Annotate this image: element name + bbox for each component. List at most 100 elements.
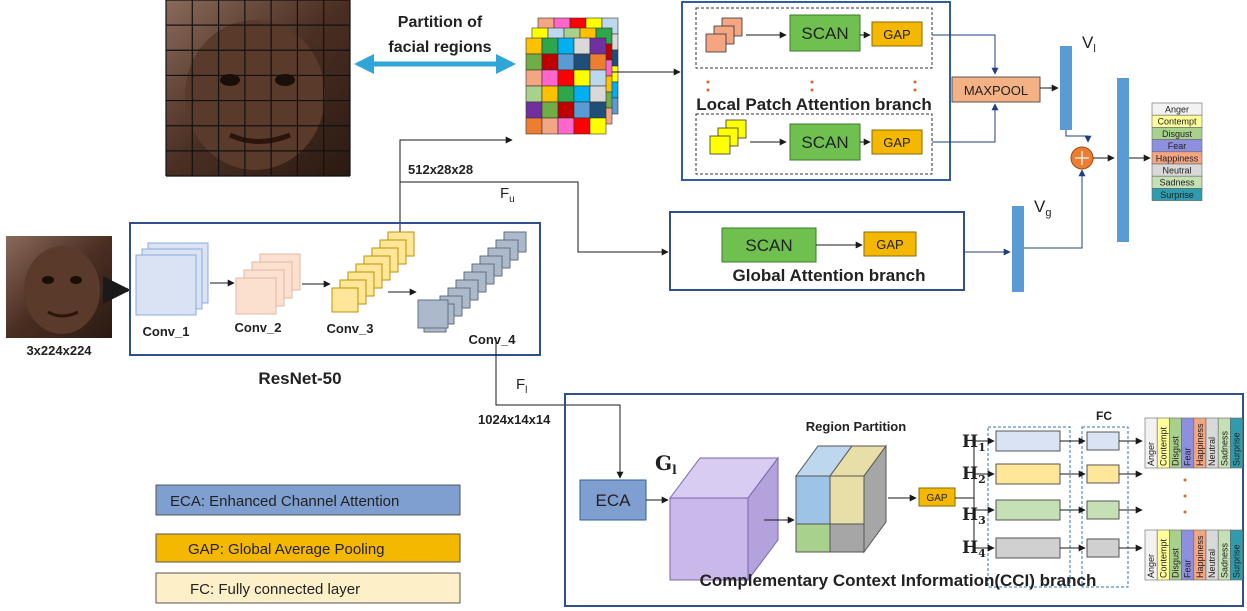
- emotion-label: Surprise: [1160, 190, 1194, 200]
- global-branch-title: Global Attention branch: [733, 266, 926, 285]
- legend-fc-text: FC: Fully connected layer: [190, 581, 360, 598]
- region-partition-label: Region Partition: [806, 419, 906, 434]
- emotion-label: Surprise: [1232, 432, 1242, 466]
- patch-cell: [557, 117, 575, 135]
- local-branch-top-row: [695, 7, 933, 69]
- patch-cell: [573, 37, 591, 55]
- legend-eca-text: ECA: Enhanced Channel Attention: [170, 493, 399, 510]
- scan-label-local-top: SCAN: [801, 24, 848, 43]
- region-partition-cube: [795, 444, 887, 554]
- emotion-label: Sadness: [1219, 430, 1229, 466]
- vg-to-concat-arrow: [1024, 169, 1086, 249]
- patch-cell: [573, 69, 591, 87]
- patch-cell: [541, 85, 559, 103]
- fu-to-global-arrow: [400, 181, 669, 256]
- eca-label: ECA: [596, 491, 632, 510]
- patch-cell: [525, 53, 543, 71]
- patch-cell: [557, 85, 575, 103]
- conv2-label: Conv_2: [235, 320, 282, 335]
- conv2-block: [235, 253, 301, 315]
- fused-feature-bar: [1117, 78, 1129, 242]
- h1-feature-box: [995, 430, 1061, 452]
- emotion-label: Disgust: [1171, 547, 1181, 578]
- patch-cell: [541, 101, 559, 119]
- gl-feature-cube: [669, 456, 779, 582]
- fc3-box: [1086, 500, 1120, 520]
- fl-label: Fl: [516, 376, 527, 396]
- vg-label: Vg: [1034, 197, 1051, 219]
- conv1-label: Conv_1: [143, 324, 190, 339]
- vl-to-concat-arrow: [1065, 130, 1092, 143]
- dim-512-label: 512x28x28: [408, 162, 473, 177]
- patch-cell: [589, 117, 607, 135]
- patch-cell: [525, 37, 543, 55]
- emotion-label: Anger: [1165, 105, 1189, 115]
- face-input-image: [6, 236, 112, 338]
- emotion-cell: [1230, 417, 1243, 469]
- eca-box: [579, 479, 647, 521]
- patch-cell: [573, 53, 591, 71]
- gap-label-global: GAP: [876, 237, 903, 252]
- gap-box-local-top: [871, 21, 923, 47]
- emotion-label: Sadness: [1159, 178, 1195, 188]
- dim-input-label: 3x224x224: [26, 343, 92, 358]
- legend: ECA: Enhanced Channel Attention GAP: Glo…: [155, 484, 461, 604]
- local-branch-ellipsis-dots: [706, 80, 917, 92]
- patch-cell: [589, 37, 607, 55]
- patch-cell: [573, 85, 591, 103]
- local-branch-bottom-row: [695, 113, 933, 175]
- h2-feature-box: [995, 463, 1061, 485]
- patch-cell: [589, 101, 607, 119]
- h1-row: H1: [962, 430, 1120, 454]
- emotion-cell: [1230, 529, 1243, 581]
- maxpool-label: MAXPOOL: [964, 83, 1028, 98]
- patch-cell: [525, 85, 543, 103]
- patch-cell: [557, 101, 575, 119]
- emotion-label: Disgust: [1171, 435, 1181, 466]
- scan-label-global: SCAN: [745, 236, 792, 255]
- conv3-label: Conv_3: [327, 321, 374, 336]
- emotion-label: Contempt: [1158, 426, 1168, 466]
- vg-feature-bar: [1012, 206, 1024, 292]
- cci-branch-title: Complementary Context Information(CCI) b…: [700, 571, 1097, 590]
- scan-box-local-bottom: [789, 123, 861, 161]
- vl-feature-bar: [1060, 46, 1072, 130]
- emotion-label: Anger: [1146, 554, 1156, 578]
- h-features-frame: [987, 426, 1071, 588]
- maxpool-box: [951, 76, 1041, 103]
- conv4-block: [417, 231, 527, 333]
- resnet-frame: [129, 222, 541, 356]
- h3-row: H3: [962, 499, 1120, 527]
- patch-cell: [525, 101, 543, 119]
- cci-output-ellipsis-dots: [1183, 478, 1187, 514]
- emotion-label: Neutral: [1162, 166, 1191, 176]
- conv3-block: [331, 231, 415, 313]
- legend-eca-box: [155, 484, 461, 516]
- patch-grid-stack: [525, 17, 619, 135]
- h4-feature-box: [995, 537, 1061, 559]
- conv1-block: [135, 242, 209, 316]
- patch-cell: [589, 53, 607, 71]
- legend-fc-box: [155, 572, 461, 604]
- cci-branch-frame: [564, 393, 1244, 607]
- partition-label-line1: Partition of: [398, 14, 483, 31]
- patch-cell: [557, 37, 575, 55]
- patch-cell: [557, 53, 575, 71]
- emotion-label: Fear: [1168, 141, 1187, 151]
- fu-label: Fu: [500, 185, 515, 205]
- dim-1024-label: 1024x14x14: [478, 412, 551, 427]
- local-branch-frame: [681, 1, 951, 181]
- patch-cell: [557, 69, 575, 87]
- conv3-to-patches-arrow: [399, 136, 513, 232]
- patch-cell: [541, 37, 559, 55]
- gl-label: Gl: [655, 451, 677, 477]
- emotion-label: Anger: [1146, 442, 1156, 466]
- local-patch-stack-top: [705, 17, 743, 53]
- gap-bottom-to-maxpool-arrow: [932, 103, 999, 143]
- gap-box-local-bottom: [871, 129, 923, 155]
- emotion-label: Disgust: [1162, 129, 1193, 139]
- patch-cell: [525, 69, 543, 87]
- emotion-label: Happiness: [1195, 423, 1205, 466]
